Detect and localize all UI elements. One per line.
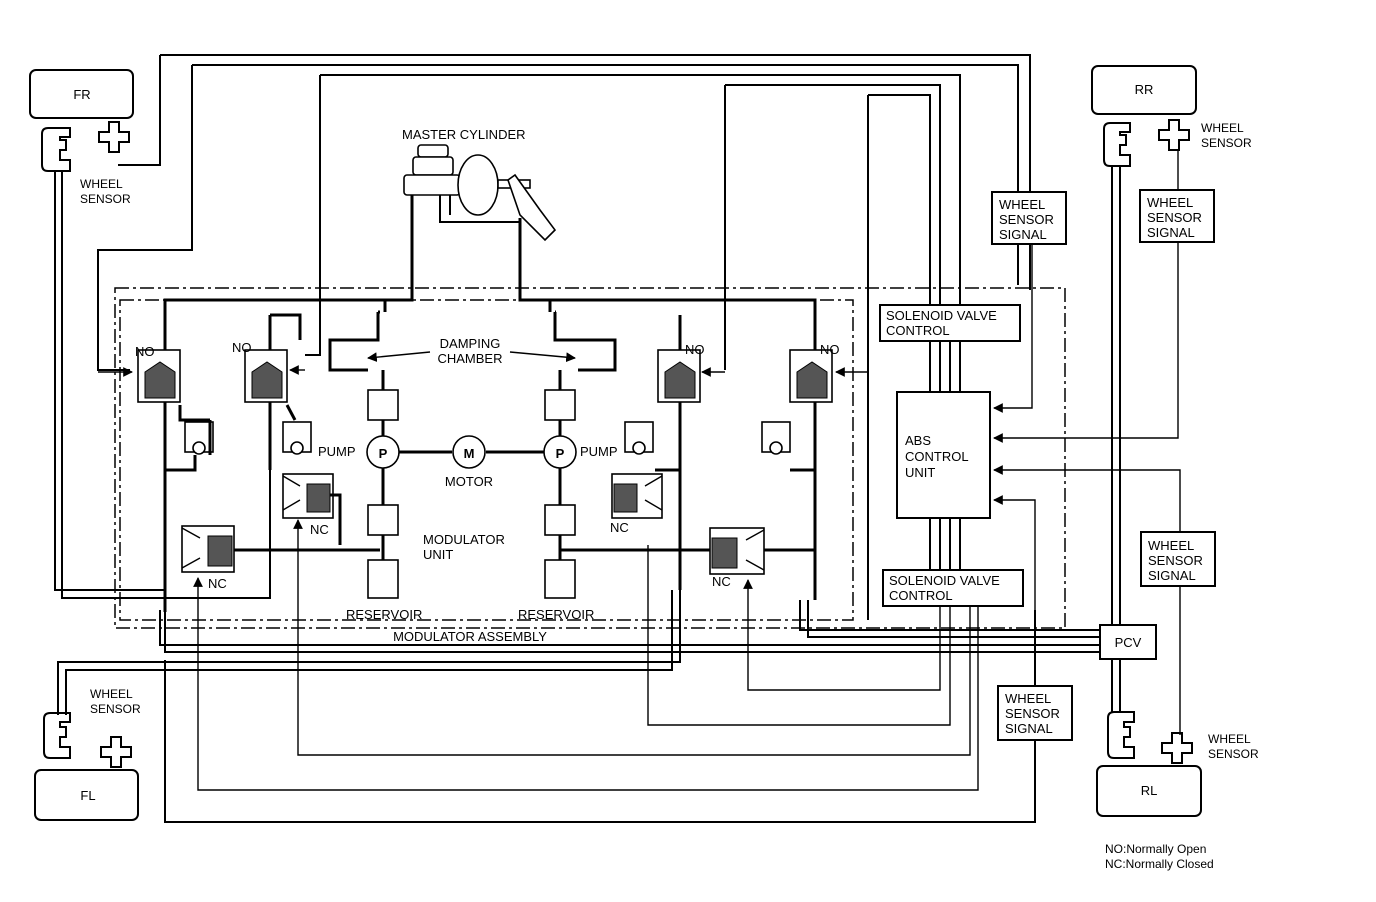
damping-chamber-label-2: CHAMBER: [437, 351, 502, 366]
svg-text:UNIT: UNIT: [905, 465, 935, 480]
motor: M: [452, 435, 486, 469]
sensor-cross-rr-icon: [1158, 119, 1190, 151]
legend: NO:Normally Open NC:Normally Closed: [1105, 842, 1214, 871]
caliper-fr-icon: [41, 127, 71, 172]
svg-text:SIGNAL: SIGNAL: [1147, 225, 1195, 240]
wheel-sensor-label-rl: WHEEL SENSOR: [1208, 732, 1259, 761]
svg-text:ABS: ABS: [905, 433, 931, 448]
svg-text:SENSOR: SENSOR: [999, 212, 1054, 227]
nc-label-rl: NC: [610, 520, 629, 535]
valve-block-fr-no: [137, 340, 214, 612]
svg-text:SIGNAL: SIGNAL: [1005, 721, 1053, 736]
caliper-fl-icon: [43, 712, 71, 759]
caliper-rl-icon: [1107, 711, 1135, 759]
svg-text:WHEEL: WHEEL: [80, 177, 123, 191]
wheel-fr-label: FR: [73, 87, 90, 102]
pump-label-left: PUMP: [318, 444, 356, 459]
legend-no: NO:Normally Open: [1105, 842, 1206, 856]
svg-text:CONTROL: CONTROL: [905, 449, 969, 464]
wheel-sensor-signal-box-3: WHEEL SENSOR SIGNAL: [1140, 531, 1216, 587]
caliper-rr-icon: [1103, 122, 1131, 167]
pump-right: P: [543, 435, 577, 469]
wheel-sensor-signal-box-1: WHEEL SENSOR SIGNAL: [991, 191, 1067, 245]
wheel-sensor-signal-box-2: WHEEL SENSOR SIGNAL: [1139, 189, 1215, 243]
wheel-sensor-label-fl: WHEEL SENSOR: [90, 687, 141, 716]
motor-label: MOTOR: [445, 474, 493, 489]
pump-label-right: PUMP: [580, 444, 618, 459]
wheel-fl: FL: [34, 769, 139, 821]
no-label-rr: NO: [820, 342, 840, 357]
nc-label-fr: NC: [208, 576, 227, 591]
solenoid-control-top: SOLENOID VALVE CONTROL: [879, 304, 1021, 342]
nc-label-rr: NC: [712, 574, 731, 589]
modulator-unit-boundary: [119, 299, 854, 621]
pump-left-symbol: P: [379, 446, 388, 461]
no-label-fl: NO: [232, 340, 252, 355]
modulator-assembly-boundary: [114, 287, 1066, 629]
sensor-cross-rl-icon: [1161, 732, 1193, 764]
valve-block-rr-no: [761, 340, 833, 600]
svg-text:WHEEL: WHEEL: [1148, 538, 1194, 553]
wheel-rl: RL: [1096, 765, 1202, 817]
svg-text:WHEEL: WHEEL: [1208, 732, 1251, 746]
valve-block-fl-no: [244, 313, 312, 470]
valve-block-rl-no: [624, 315, 701, 590]
svg-text:SENSOR: SENSOR: [1208, 747, 1259, 761]
svg-text:SENSOR: SENSOR: [1201, 136, 1252, 150]
valve-fl-nc: [282, 473, 334, 519]
svg-text:CONTROL: CONTROL: [889, 588, 953, 603]
valve-rr-nc: [560, 527, 815, 575]
reservoir-label-right: RESERVOIR: [518, 607, 594, 622]
svg-text:SENSOR: SENSOR: [90, 702, 141, 716]
abs-control-wiring: [929, 150, 1181, 735]
solenoid-control-bottom: SOLENOID VALVE CONTROL: [882, 569, 1024, 607]
svg-text:WHEEL: WHEEL: [999, 197, 1045, 212]
pcv: PCV: [1099, 624, 1157, 660]
sensor-cross-fl-icon: [100, 736, 132, 768]
nc-label-fl: NC: [310, 522, 329, 537]
wheel-sensor-label-rr: WHEEL SENSOR: [1201, 121, 1252, 150]
damping-chamber-label-1: DAMPING: [440, 336, 501, 351]
modulator-unit-label-2: UNIT: [423, 547, 453, 562]
wheel-sensor-label-fr: WHEEL SENSOR: [80, 177, 131, 206]
wheel-fr: FR: [29, 69, 134, 119]
svg-text:SOLENOID VALVE: SOLENOID VALVE: [889, 573, 1000, 588]
no-label-fr: NO: [135, 344, 155, 359]
master-cylinder: [403, 144, 557, 242]
wheel-rl-label: RL: [1141, 783, 1158, 798]
svg-text:SENSOR: SENSOR: [80, 192, 131, 206]
svg-text:WHEEL: WHEEL: [1147, 195, 1193, 210]
svg-text:WHEEL: WHEEL: [90, 687, 133, 701]
svg-text:SOLENOID VALVE: SOLENOID VALVE: [886, 308, 997, 323]
master-cylinder-label: MASTER CYLINDER: [402, 127, 526, 142]
pump-left: P: [366, 435, 400, 469]
reservoir-label-left: RESERVOIR: [346, 607, 422, 622]
svg-text:SIGNAL: SIGNAL: [999, 227, 1047, 242]
svg-text:SENSOR: SENSOR: [1148, 553, 1203, 568]
svg-text:SENSOR: SENSOR: [1147, 210, 1202, 225]
damping-chambers: [328, 300, 617, 372]
pcv-label: PCV: [1115, 635, 1142, 650]
wheel-rr-label: RR: [1135, 82, 1154, 97]
modulator-assembly-label: MODULATOR ASSEMBLY: [393, 629, 547, 644]
svg-text:CONTROL: CONTROL: [886, 323, 950, 338]
svg-text:SIGNAL: SIGNAL: [1148, 568, 1196, 583]
svg-text:SENSOR: SENSOR: [1005, 706, 1060, 721]
motor-symbol: M: [464, 446, 475, 461]
svg-text:WHEEL: WHEEL: [1005, 691, 1051, 706]
modulator-unit-label-1: MODULATOR: [423, 532, 505, 547]
abs-control-unit: ABS CONTROL UNIT: [896, 391, 991, 519]
valve-rl-nc: [611, 473, 663, 519]
wheel-sensor-signal-box-4: WHEEL SENSOR SIGNAL: [997, 685, 1073, 741]
valve-fr-nc: [181, 493, 380, 573]
no-label-rl: NO: [685, 342, 705, 357]
svg-text:WHEEL: WHEEL: [1201, 121, 1244, 135]
pump-right-symbol: P: [556, 446, 565, 461]
legend-nc: NC:Normally Closed: [1105, 857, 1214, 871]
pump-motor-assembly: [367, 370, 576, 599]
wheel-rr: RR: [1091, 65, 1197, 115]
sensor-cross-fr-icon: [98, 121, 130, 153]
wheel-fl-label: FL: [80, 788, 95, 803]
